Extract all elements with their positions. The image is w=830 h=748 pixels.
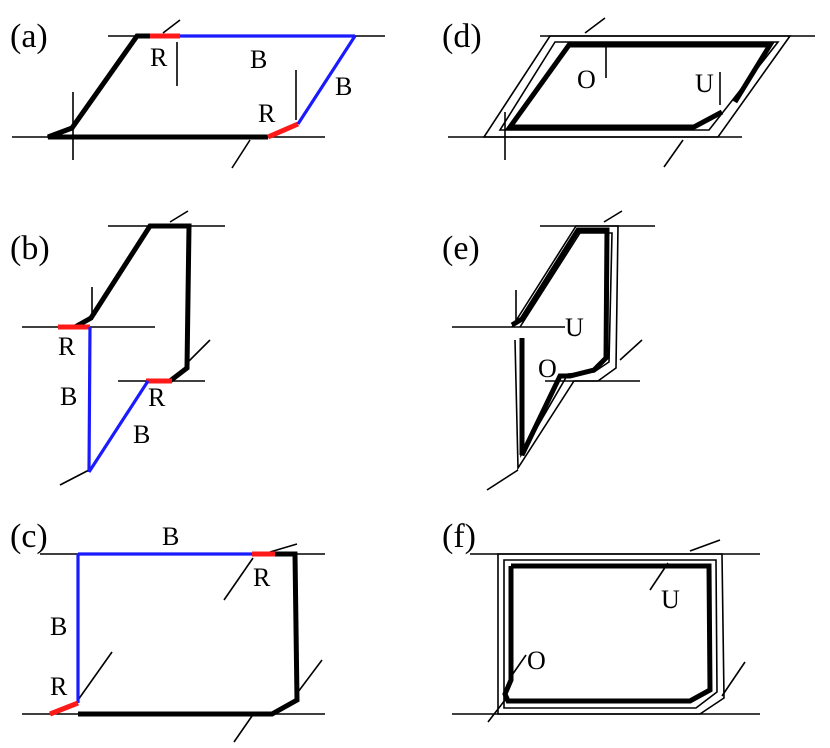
panel-c-tick	[294, 659, 323, 697]
panel-d: (d) O U	[442, 17, 815, 168]
panel-c-red-bottom	[49, 700, 79, 717]
panel-c-text: R	[50, 672, 68, 701]
panel-a-black-loop	[47, 33, 268, 140]
panel-c-tick	[223, 557, 254, 601]
panel-e-text: O	[538, 354, 557, 383]
panel-d-text: O	[577, 65, 596, 94]
panel-b-tick	[169, 210, 189, 223]
panel-f: (f) U O	[442, 518, 760, 723]
panel-b-text: R	[58, 332, 76, 361]
panel-d-outer-envelope	[482, 35, 792, 138]
panel-b-tick	[187, 339, 211, 363]
panel-a-text: B	[335, 72, 352, 101]
panel-e-text: U	[565, 313, 584, 342]
panel-a-text: B	[250, 45, 267, 74]
panel-e-black-loop	[510, 227, 610, 457]
panel-c-label: (c)	[10, 518, 48, 555]
panel-f-tick	[689, 539, 721, 552]
panel-b-tick	[59, 469, 90, 486]
panel-a-tick	[162, 19, 181, 34]
panel-a-red-bottom	[267, 121, 299, 140]
panel-c-text: B	[162, 522, 179, 551]
panel-e: (e) U O	[442, 210, 655, 491]
panel-b-blue-diagonal	[87, 380, 150, 473]
panel-d-inner-envelope	[498, 41, 780, 131]
panel-f-text: O	[527, 646, 546, 675]
panel-a-text: R	[258, 99, 276, 128]
panel-a-tick	[231, 139, 251, 169]
panel-c-text: R	[253, 563, 271, 592]
panel-d-text: U	[695, 69, 714, 98]
panel-f-tick	[487, 699, 506, 723]
panel-f-label: (f)	[442, 518, 476, 555]
panel-b-black-loop	[73, 223, 192, 383]
panel-e-tick	[603, 210, 623, 223]
panel-c-tick	[77, 651, 113, 701]
panel-b: (b) R B R B	[10, 210, 225, 486]
panel-f-inner-envelope	[503, 559, 718, 709]
panel-d-black-loop	[505, 42, 775, 130]
panel-f-text: U	[661, 585, 680, 614]
panel-b-text: B	[133, 420, 150, 449]
panel-c-tick	[233, 715, 253, 743]
panel-b-text: R	[148, 383, 166, 412]
panel-a-blue-diagonal	[296, 35, 357, 125]
panel-e-inner-envelope	[519, 232, 613, 458]
panel-f-outer-envelope	[497, 553, 725, 715]
panel-e-label: (e)	[442, 230, 480, 267]
panel-f-tick	[721, 661, 746, 697]
panel-c-tick	[269, 543, 298, 553]
panel-e-outer-envelope	[511, 225, 619, 471]
panel-b-blue-vertical	[87, 326, 92, 473]
panel-b-label: (b)	[10, 230, 50, 267]
panel-e-tick	[486, 469, 519, 491]
panel-d-label: (d)	[442, 18, 482, 55]
panel-b-text: B	[60, 382, 77, 411]
panel-a-label: (a)	[10, 18, 48, 55]
panel-f-black-loop	[502, 563, 713, 704]
panel-c-text: B	[50, 612, 67, 641]
panel-c: (c) B R B R	[10, 518, 325, 743]
panel-d-tick	[584, 17, 606, 34]
panel-a: (a) R B B R	[10, 18, 385, 169]
panel-a-text: R	[150, 43, 168, 72]
panel-c-black-loop	[78, 551, 300, 717]
panel-d-tick	[663, 139, 684, 168]
panel-e-tick	[619, 339, 643, 361]
